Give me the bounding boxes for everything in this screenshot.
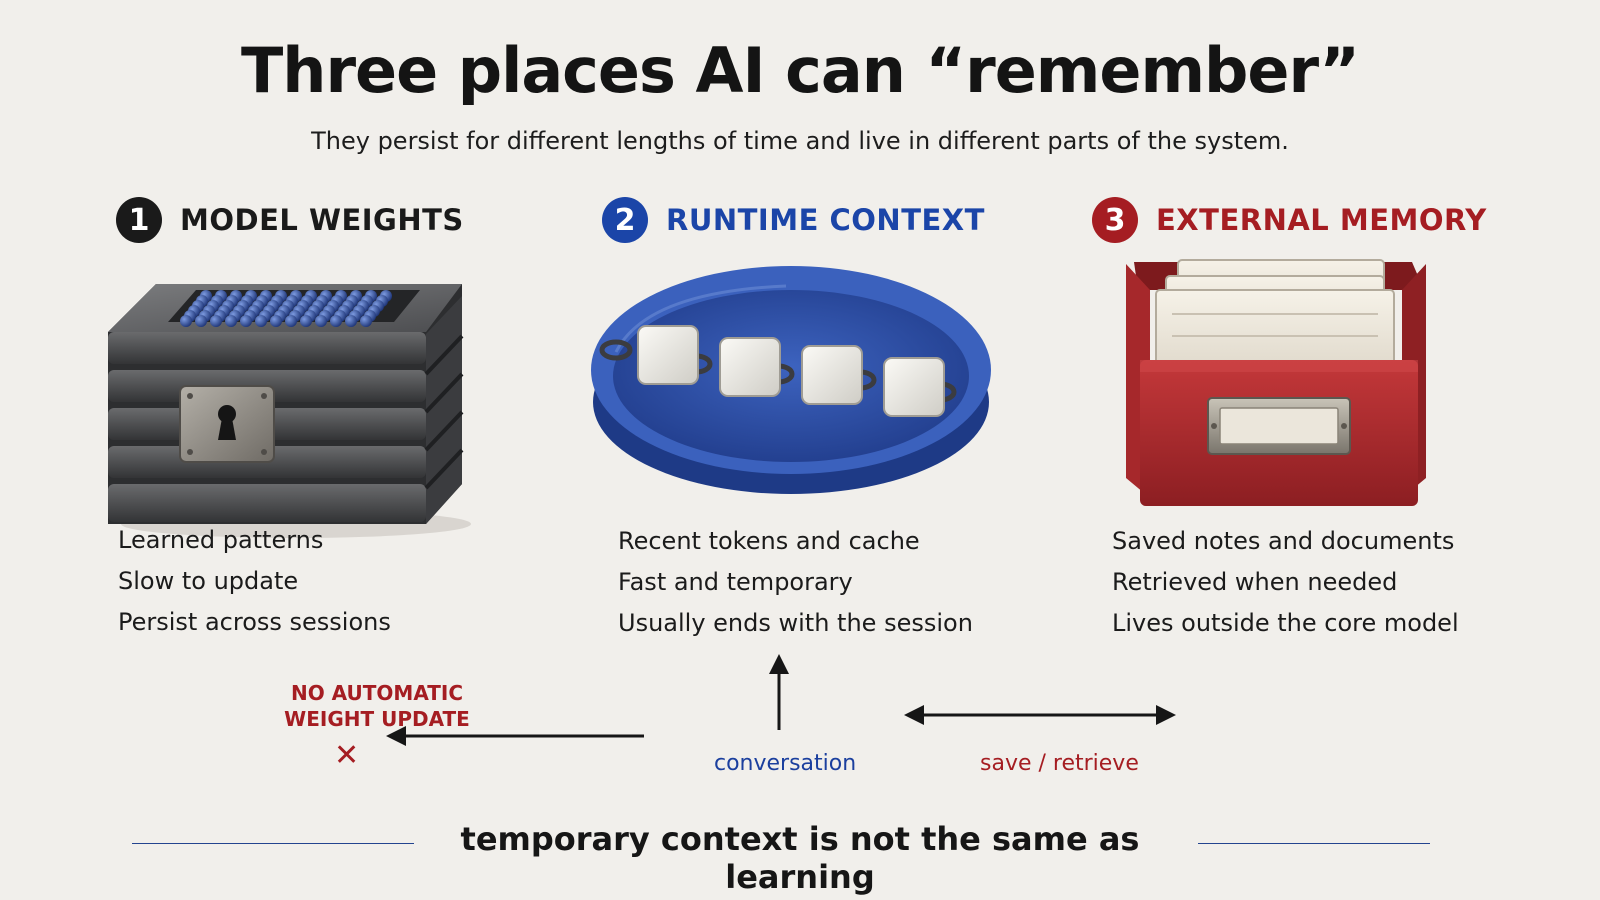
number-badge-1: 1 [116,197,162,243]
column-heading-runtime-context: 2 RUNTIME CONTEXT [602,196,985,244]
diagram-subtitle: They persist for different lengths of ti… [311,127,1289,155]
description-line: Persist across sessions [118,608,391,636]
external-memory-title: EXTERNAL MEMORY [1156,203,1487,237]
conversation-label: conversation [714,751,857,776]
number-badge-3: 3 [1092,197,1138,243]
footer-caption: temporary context is not the same as lea… [460,820,1140,896]
column-heading-model-weights: 1 MODEL WEIGHTS [116,196,464,244]
description-line: Lives outside the core model [1112,609,1459,637]
bead [330,315,342,327]
bead [195,315,207,327]
description-line: Learned patterns [118,526,324,554]
bead [270,315,282,327]
double-arrow-icon [904,705,1176,725]
no-automatic-weight-update-note: NO AUTOMATIC WEIGHT UPDATE [272,680,482,732]
bead [255,315,267,327]
note-line-2: WEIGHT UPDATE [284,707,470,731]
cross-icon: ✕ [334,738,360,773]
number-badge-2: 2 [602,197,648,243]
bead [240,315,252,327]
bead [360,315,372,327]
bead [300,315,312,327]
bead [210,315,222,327]
arrow-left-icon [386,726,644,746]
arrow-up-icon [769,654,789,730]
note-line-1: NO AUTOMATIC [290,681,464,705]
bead [180,315,192,327]
runtime-context-title: RUNTIME CONTEXT [666,203,985,237]
description-line: Slow to update [118,567,299,595]
footer-rule-left [132,843,414,844]
save-retrieve-label: save / retrieve [980,751,1139,776]
model-weights-description: Learned patterns Slow to update Persist … [118,520,391,643]
footer-rule-right [1198,843,1430,844]
bead [345,315,357,327]
description-line: Usually ends with the session [618,609,973,637]
bead [285,315,297,327]
column-heading-external-memory: 3 EXTERNAL MEMORY [1092,196,1487,244]
card-file-box-icon [1126,259,1426,506]
description-line: Saved notes and documents [1112,527,1455,555]
description-line: Fast and temporary [618,568,853,596]
diagram-title: Three places AI can “remember” [241,34,1360,107]
description-line: Recent tokens and cache [618,527,920,555]
bead [225,315,237,327]
locked-bead-box-icon [108,284,471,538]
runtime-context-description: Recent tokens and cache Fast and tempora… [618,521,973,644]
tray-with-chain-icon [591,266,991,494]
bead [315,315,327,327]
external-memory-description: Saved notes and documents Retrieved when… [1112,521,1459,644]
description-line: Retrieved when needed [1112,568,1398,596]
model-weights-title: MODEL WEIGHTS [180,203,464,237]
